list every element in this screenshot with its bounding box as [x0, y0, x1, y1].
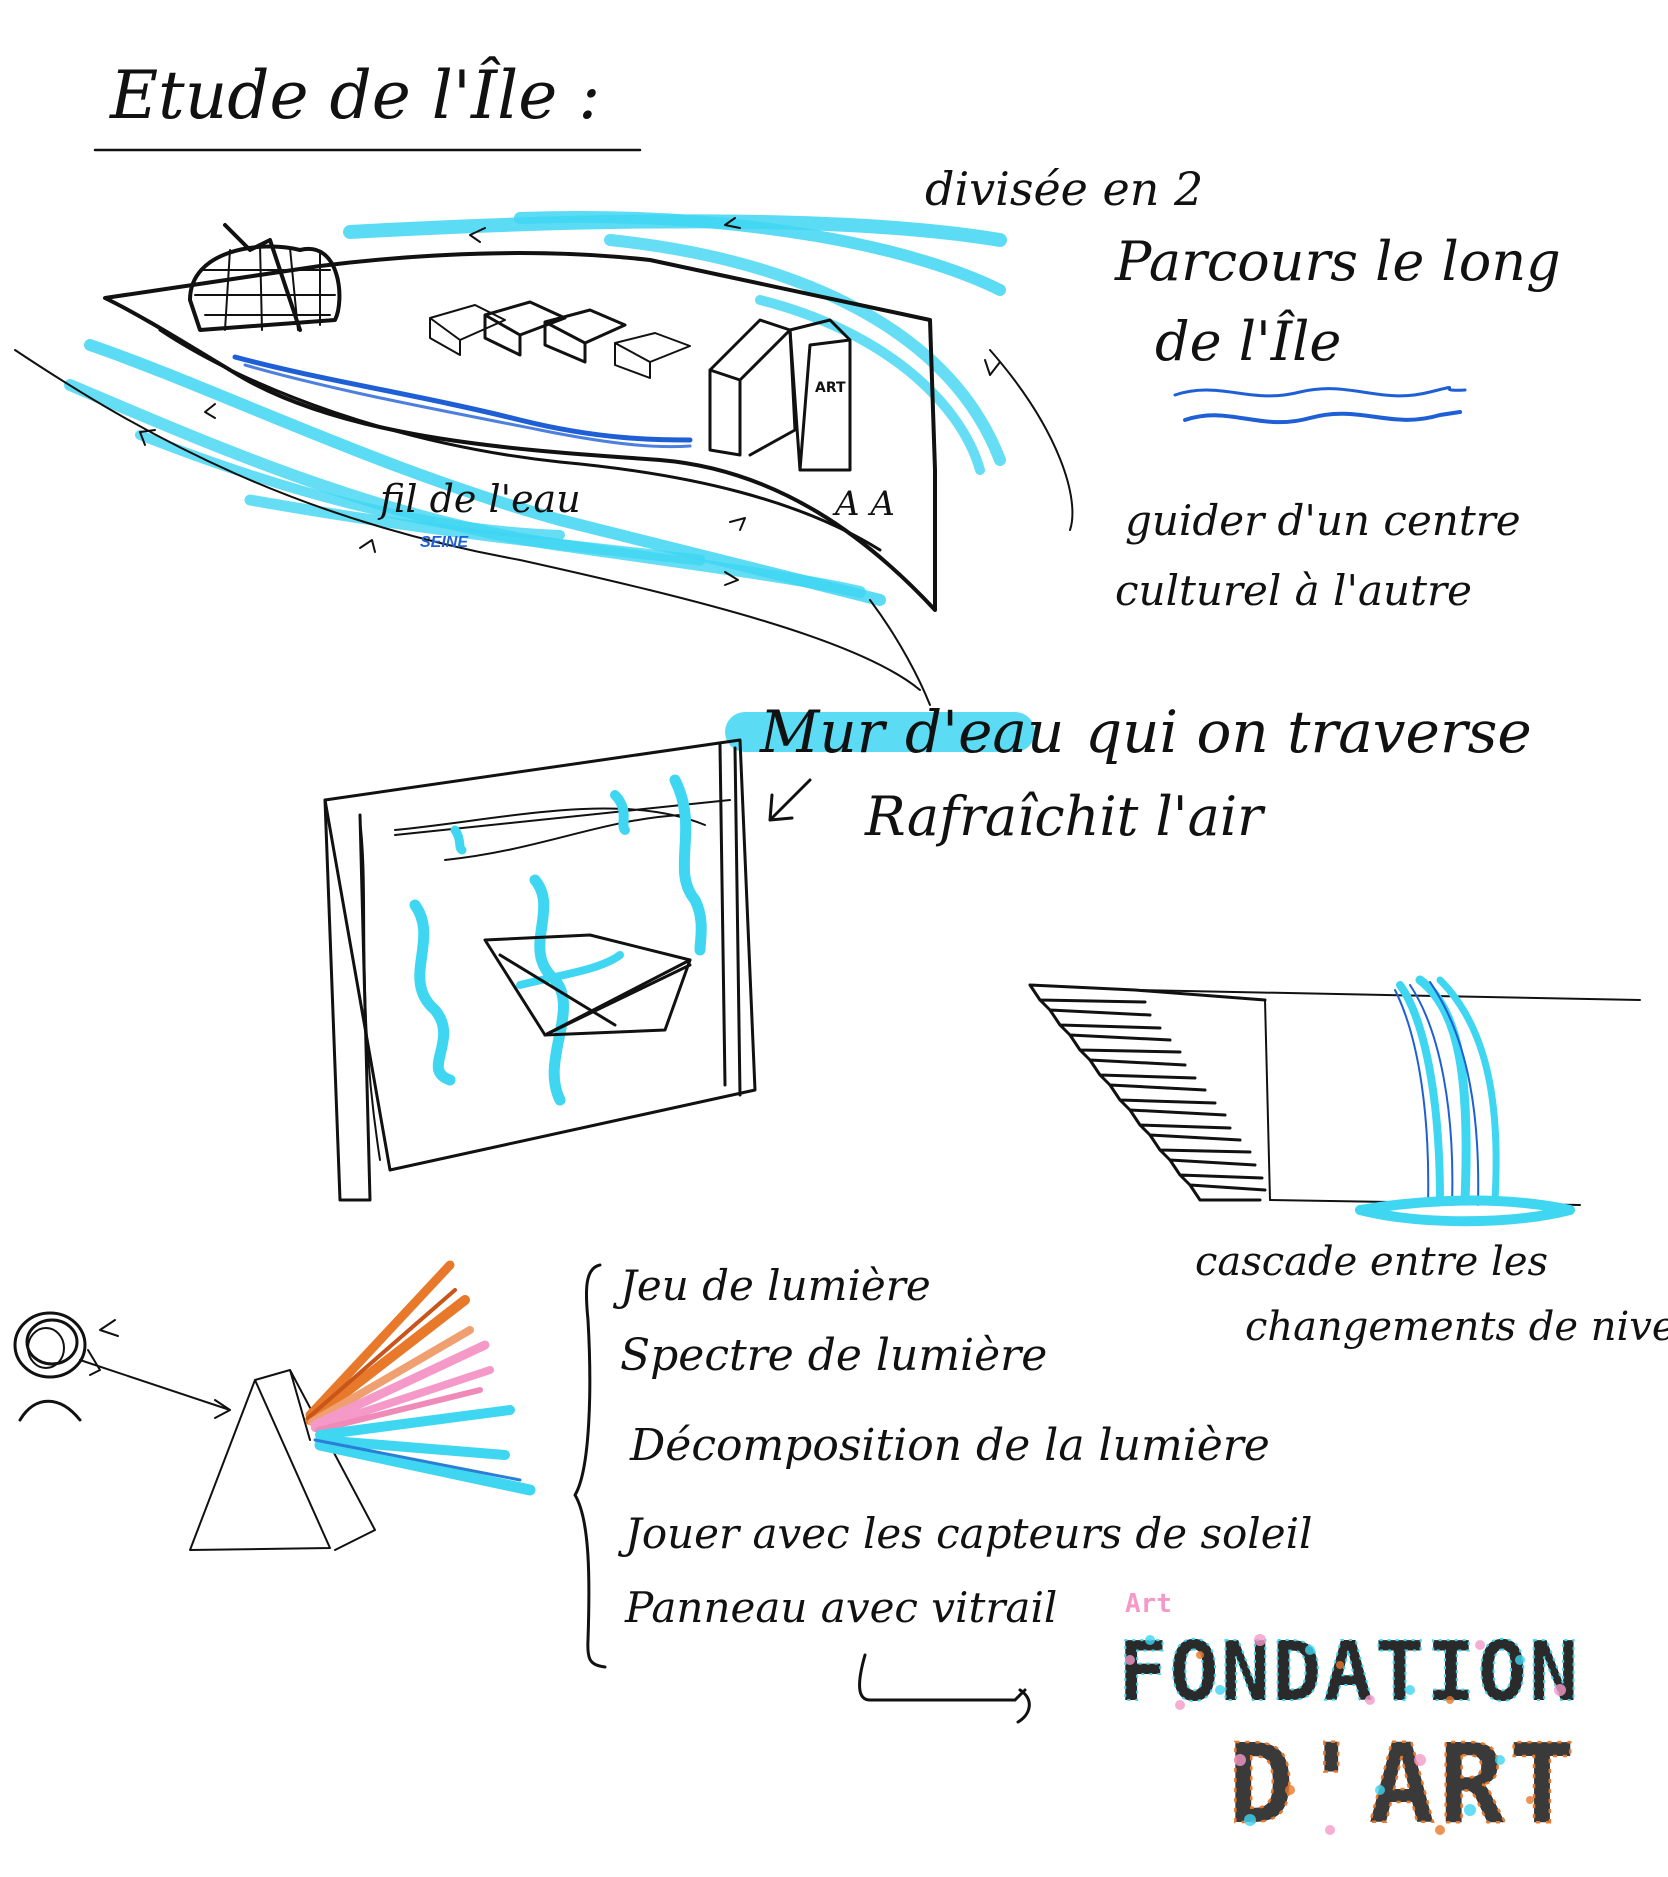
cascade-note-line2: changements de niveau — [1245, 1304, 1668, 1350]
logo-small-art: Art — [1125, 1589, 1172, 1619]
art-label: ART — [815, 380, 846, 396]
light-list: Jeu de lumière Spectre de lumière Décomp… — [612, 1261, 1312, 1724]
logo-line2: D'ART — [1228, 1720, 1579, 1848]
inner-river — [232, 354, 693, 443]
wave-dark — [1183, 410, 1462, 425]
island-sketch: ART fil de l'eau SEINE A A — [14, 210, 1074, 706]
fondation-logo: Art FONDATION D'ART — [1117, 1589, 1580, 1849]
mur-note-highlight: d'eau — [905, 698, 1064, 766]
list-item-1: Jeu de lumière — [612, 1261, 931, 1310]
note-culturel: culturel à l'autre — [1115, 566, 1472, 615]
list-item-5: Panneau avec vitrail — [624, 1583, 1057, 1632]
wall-arrow — [768, 778, 812, 822]
page-title: Etude de l'Île : — [109, 57, 601, 134]
note-guider: guider d'un centre — [1125, 496, 1521, 545]
connector-line — [869, 599, 931, 706]
water-streaks — [64, 210, 1007, 606]
note-divided: divisée en 2 — [925, 162, 1203, 216]
prism-sketch — [13, 1260, 607, 1669]
art-tower: ART — [708, 318, 852, 472]
spectrum-rays — [305, 1260, 536, 1496]
title-block: Etude de l'Île : — [93, 57, 642, 152]
fil-de-leau-label: fil de l'eau — [377, 477, 581, 521]
note-de-lile: de l'Île — [1155, 309, 1341, 373]
list-item-4: Jouer avec les capteurs de soleil — [617, 1509, 1312, 1558]
eye-figure — [13, 1311, 119, 1422]
staircase — [1028, 983, 1267, 1202]
mur-note-part1: Mur — [759, 698, 888, 766]
note-parcours: Parcours le long — [1114, 230, 1561, 293]
rafraichit-note: Rafraîchit l'air — [864, 785, 1266, 848]
dome-building — [188, 223, 342, 332]
light-ray — [79, 1359, 231, 1419]
list-item-3: Décomposition de la lumière — [629, 1420, 1270, 1471]
water-wall-sketch: Mur d'eau qui on traverse Rafraîchit l'a… — [323, 698, 1532, 1202]
flow-arrows — [139, 217, 1001, 586]
aa-label: A A — [832, 484, 895, 524]
seine-label: SEINE — [420, 534, 469, 551]
top-notes: divisée en 2 Parcours le long de l'Île g… — [925, 162, 1561, 615]
island-outline — [103, 251, 937, 612]
list-arrow — [858, 1653, 1031, 1724]
list-brace — [573, 1263, 607, 1669]
building-blocks — [429, 300, 691, 379]
mur-note-part2: qui on traverse — [1085, 698, 1532, 766]
cascade-sketch: cascade entre les changements de niveau — [1028, 975, 1668, 1350]
logo-line1: FONDATION — [1118, 1625, 1580, 1720]
wave-light — [1173, 385, 1467, 398]
list-item-2: Spectre de lumière — [620, 1330, 1047, 1381]
cascade-note-line1: cascade entre les — [1195, 1239, 1548, 1285]
eau-highlight — [725, 712, 1035, 752]
